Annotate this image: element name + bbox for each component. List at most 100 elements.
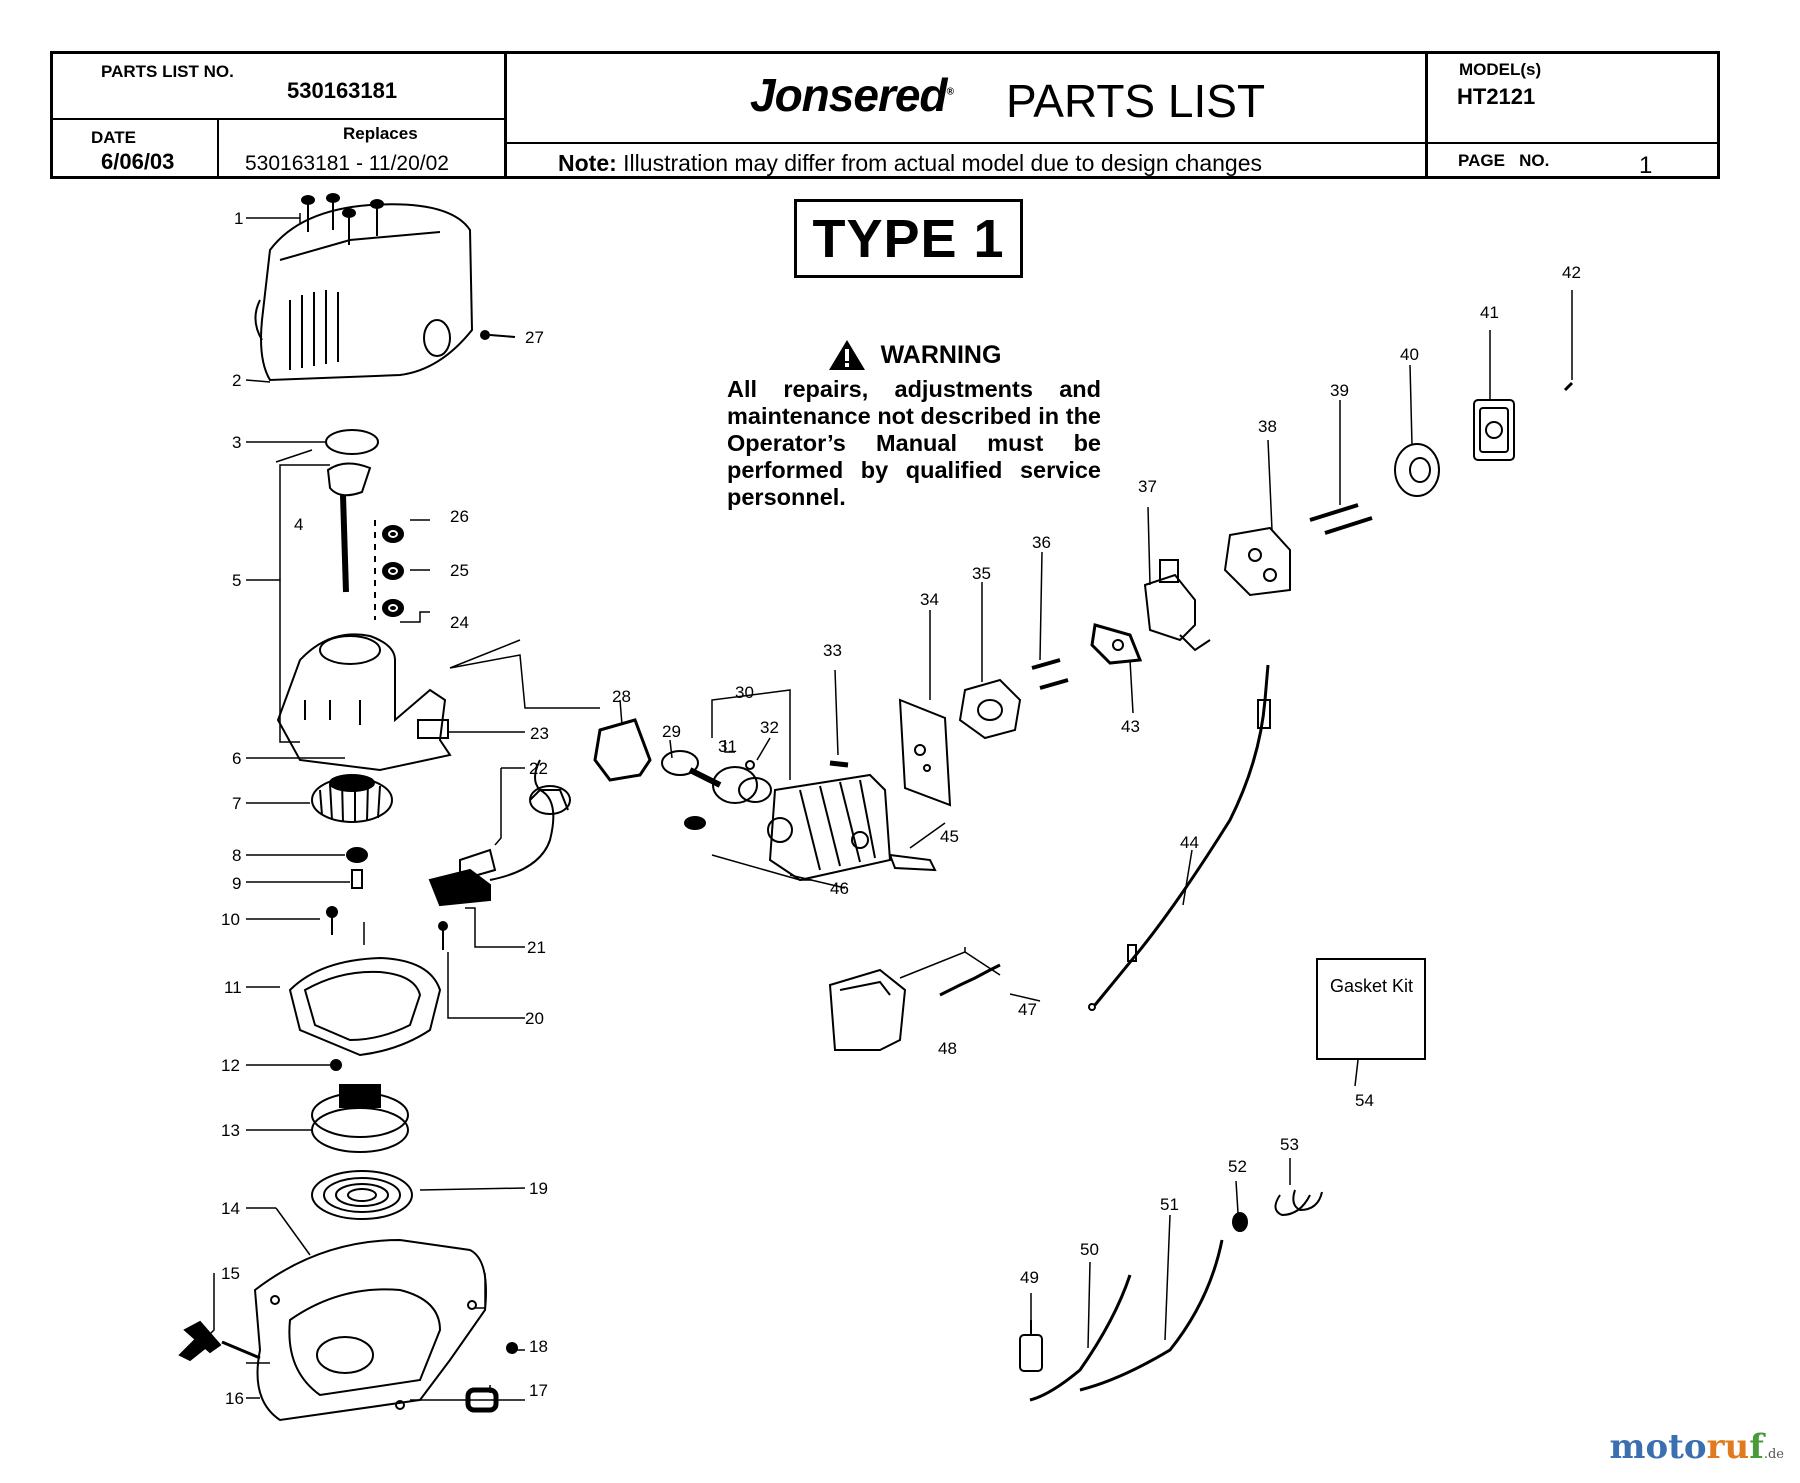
- part-number-callout: 12: [221, 1056, 240, 1075]
- brand-logo: Jonsered®: [750, 69, 954, 121]
- part-13-pulley: [311, 1084, 409, 1153]
- part-number-callout: 22: [529, 759, 548, 778]
- replaces-value: 530163181 - 11/20/02: [245, 152, 449, 175]
- part-5-crankcase: [276, 633, 452, 772]
- part-3-gasket: [325, 429, 379, 455]
- part-2-engine-cover: [254, 203, 474, 382]
- part-number-callout: 7: [232, 794, 241, 813]
- part-44-throttle-cable: [1088, 664, 1271, 1011]
- part-number-callout: 41: [1480, 303, 1499, 322]
- type-label: TYPE 1: [794, 199, 1023, 278]
- part-number-callout: 17: [529, 1381, 548, 1400]
- part-number-callout: 50: [1080, 1240, 1099, 1259]
- warning-triangle-icon: [828, 340, 865, 370]
- part-38-air-filter-housing: [1223, 526, 1291, 597]
- part-number-callout: 43: [1121, 717, 1140, 736]
- replaces-label: Replaces: [343, 124, 418, 143]
- part-number-callout: 30: [735, 683, 754, 702]
- part-34-gasket: [898, 698, 952, 807]
- design-note: Note: Illustration may differ from actua…: [558, 150, 1262, 176]
- part-number-callout: 11: [224, 978, 242, 997]
- part-number-callout: 48: [938, 1039, 957, 1058]
- part-number-callout: 6: [232, 749, 241, 768]
- part-40-air-filter: [1394, 443, 1440, 497]
- part-number-callout: 26: [450, 507, 469, 526]
- watermark-logo: motoruf.de: [1609, 1427, 1784, 1467]
- part-11-plate: [288, 956, 442, 1057]
- page-label: PAGE NO.: [1458, 151, 1550, 170]
- part-number-callout: 1: [234, 209, 243, 228]
- part-51-fuel-line: [1079, 1239, 1224, 1392]
- part-48-cover: [828, 968, 907, 1051]
- date-value: 6/06/03: [101, 149, 175, 174]
- part-28-gasket: [593, 718, 652, 782]
- part-number-callout: 10: [221, 910, 240, 929]
- part-number-callout: 21: [527, 938, 546, 957]
- parts-list-no: 530163181: [287, 78, 398, 103]
- part-number-callout: 37: [1138, 477, 1157, 496]
- warning-text: All repairs, adjustments and maintenance…: [727, 376, 1101, 510]
- part-number-callout: 13: [221, 1121, 240, 1140]
- part-number-callout: 8: [232, 846, 241, 865]
- part-number-callout: 18: [529, 1337, 548, 1356]
- part-37-carburetor: [1143, 559, 1211, 652]
- part-53-clip: [1274, 1189, 1323, 1217]
- part-number-callout: 9: [232, 874, 241, 893]
- part-number-callout: 38: [1258, 417, 1277, 436]
- part-number-callout: 5: [232, 571, 241, 590]
- part-21-ignition-module: [428, 759, 571, 907]
- part-number-callout: 3: [232, 433, 241, 452]
- part-35-muffler: [958, 678, 1022, 740]
- models-label: MODEL(s): [1459, 60, 1542, 79]
- part-50-fuel-line: [1029, 1274, 1132, 1402]
- part-number-callout: 15: [221, 1264, 240, 1283]
- part-4-shaft: [326, 462, 372, 593]
- warning-title: WARNING: [880, 340, 1002, 369]
- part-number-callout: 42: [1562, 263, 1581, 282]
- gasket-kit-box: Gasket Kit: [1316, 958, 1426, 1060]
- part-number-callout: 47: [1018, 1000, 1037, 1019]
- model-value: HT2121: [1457, 84, 1536, 109]
- part-number-callout: 52: [1228, 1157, 1247, 1176]
- part-number-callout: 44: [1180, 833, 1199, 852]
- part-number-callout: 31: [718, 737, 737, 756]
- part-number-callout: 28: [612, 687, 631, 706]
- part-number-callout: 36: [1032, 533, 1051, 552]
- part-number-callout: 19: [529, 1179, 548, 1198]
- part-19-spring: [311, 1170, 413, 1220]
- part-14-housing: [253, 1238, 487, 1422]
- part-number-callout: 39: [1330, 381, 1349, 400]
- part-52-grommet: [1232, 1212, 1248, 1232]
- page-title: PARTS LIST: [1006, 75, 1266, 127]
- part-number-callout: 35: [972, 564, 991, 583]
- part-number-callout: 32: [760, 718, 779, 737]
- part-number-callout: 14: [221, 1199, 240, 1218]
- part-number-callout: 46: [830, 879, 849, 898]
- part-number-callout: 34: [920, 590, 939, 609]
- part-46-cylinder: [767, 773, 892, 882]
- parts-list-header: PARTS LIST NO. 530163181 DATE 6/06/03 Re…: [50, 51, 1720, 179]
- part-45-spark-plug: [888, 853, 937, 872]
- part-49-fuel-filter: [1019, 1320, 1043, 1372]
- part-number-callout: 2: [232, 371, 241, 390]
- part-number-callout: 45: [940, 827, 959, 846]
- part-number-callout: 33: [823, 641, 842, 660]
- part-29-connecting-rod: [661, 750, 722, 788]
- part-number-callout: 51: [1160, 1195, 1179, 1214]
- part-number-callout: 16: [225, 1389, 244, 1408]
- part-number-callout: 24: [450, 613, 469, 632]
- date-label: DATE: [91, 128, 137, 147]
- part-number-callout: 29: [662, 722, 681, 741]
- part-number-callout: 40: [1400, 345, 1419, 364]
- part-number-callout: 20: [525, 1009, 544, 1028]
- part-number-callout: 25: [450, 561, 469, 580]
- part-47-spring: [939, 963, 1001, 997]
- part-number-callout: 23: [530, 724, 549, 743]
- page-number: 1: [1639, 152, 1653, 179]
- part-43-insulator: [1090, 623, 1143, 665]
- part-41-air-filter-cover: [1473, 399, 1515, 461]
- part-7-flywheel: [311, 774, 393, 823]
- part-15-handle: [178, 1320, 222, 1362]
- part-number-callout: 27: [525, 328, 544, 347]
